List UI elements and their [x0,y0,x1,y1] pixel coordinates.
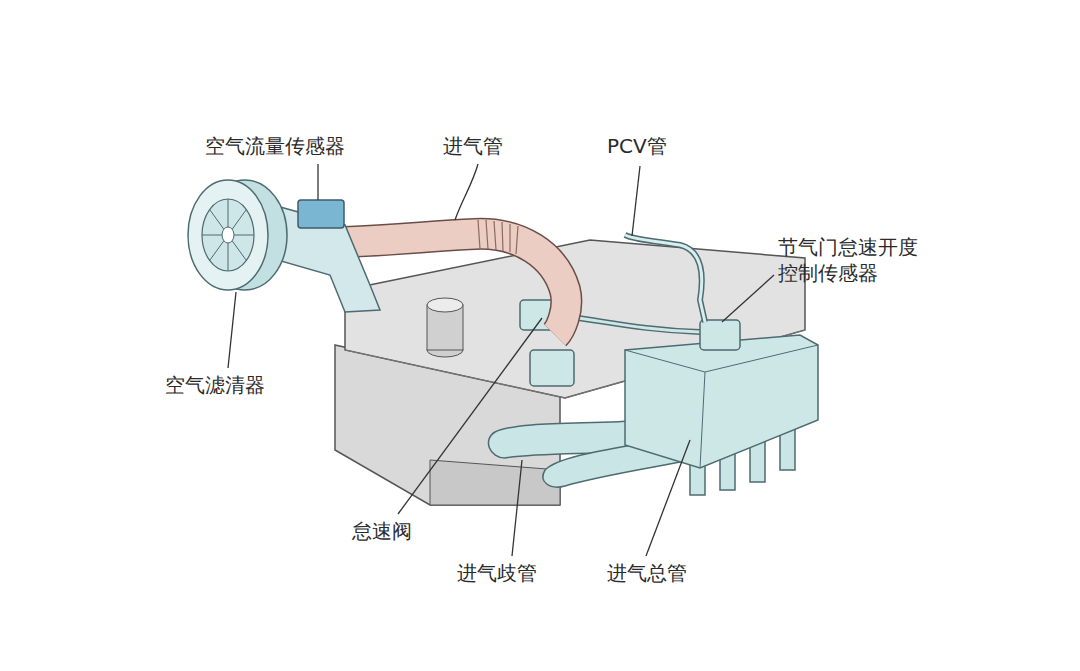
filter-spokes [202,199,254,271]
part-label: 进气总管 [607,560,687,586]
leader-lines [228,164,774,556]
part-label: 空气流量传感器 [205,133,345,159]
part-label: 进气歧管 [457,560,537,586]
part-label: 空气滤清器 [165,372,265,398]
part-label: 怠速阀 [352,518,412,544]
air-filter-face [188,180,268,290]
intake-plenum [625,335,818,468]
engine-block-base [430,460,560,505]
filter-hub [222,227,234,243]
oil-cap-top [427,298,463,312]
intake-pipe-outline [345,234,566,335]
bellows [478,220,518,254]
plenum-edge [700,372,705,468]
idle-valve [520,300,700,386]
part-label: 进气管 [443,133,503,159]
air-filter-element [202,199,254,271]
part-label: 节气门怠速开度 控制传感器 [778,234,926,286]
pcv-pipe [625,235,705,322]
intake-pipe [345,234,566,335]
part-label: PCV管 [607,133,667,159]
pcv-pipe [625,235,705,322]
throttle-body [700,320,740,350]
air-flow-sensor [298,200,344,228]
